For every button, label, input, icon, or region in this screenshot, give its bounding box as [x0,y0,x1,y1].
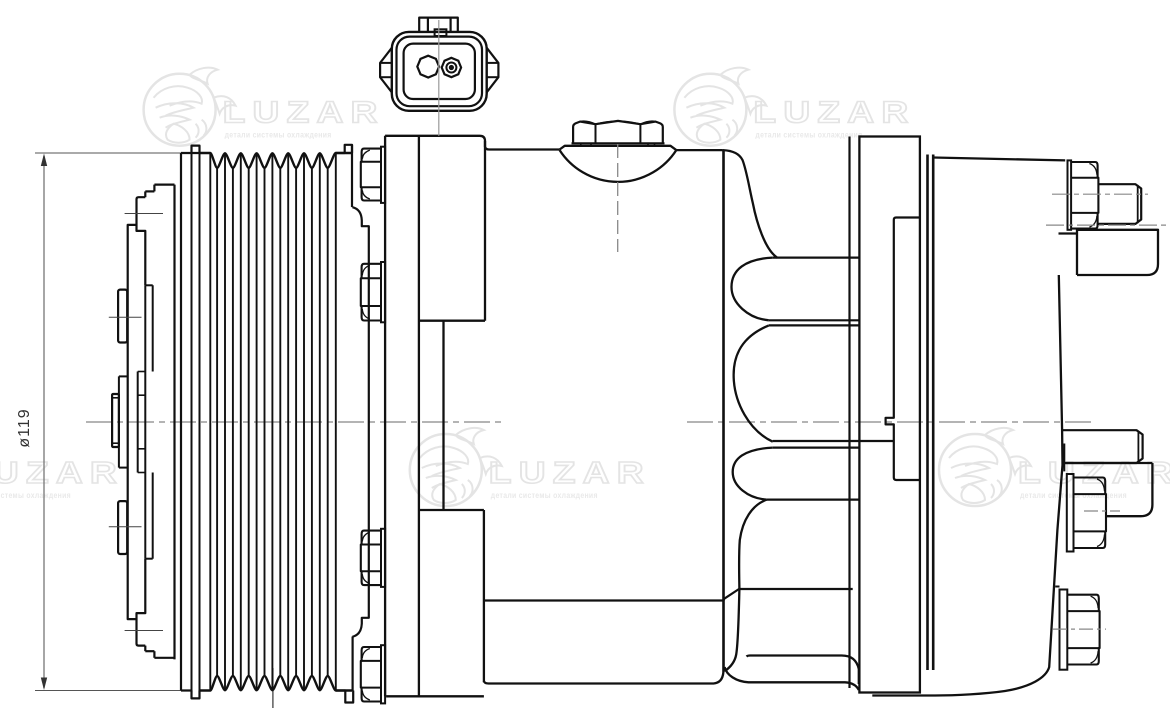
svg-text:детали системы охлаждения: детали системы охлаждения [225,130,332,140]
svg-text:детали системы охлаждения: детали системы охлаждения [491,490,598,500]
svg-text:LUZAR: LUZAR [0,455,124,490]
svg-text:ø119: ø119 [16,408,33,447]
svg-text:LUZAR: LUZAR [489,455,651,490]
svg-text:детали системы охлаждения: детали системы охлаждения [755,130,862,140]
svg-text:LUZAR: LUZAR [223,95,385,130]
svg-text:детали системы охлаждения: детали системы охлаждения [0,490,71,500]
svg-text:LUZAR: LUZAR [753,95,915,130]
svg-text:LUZAR: LUZAR [1018,455,1170,490]
